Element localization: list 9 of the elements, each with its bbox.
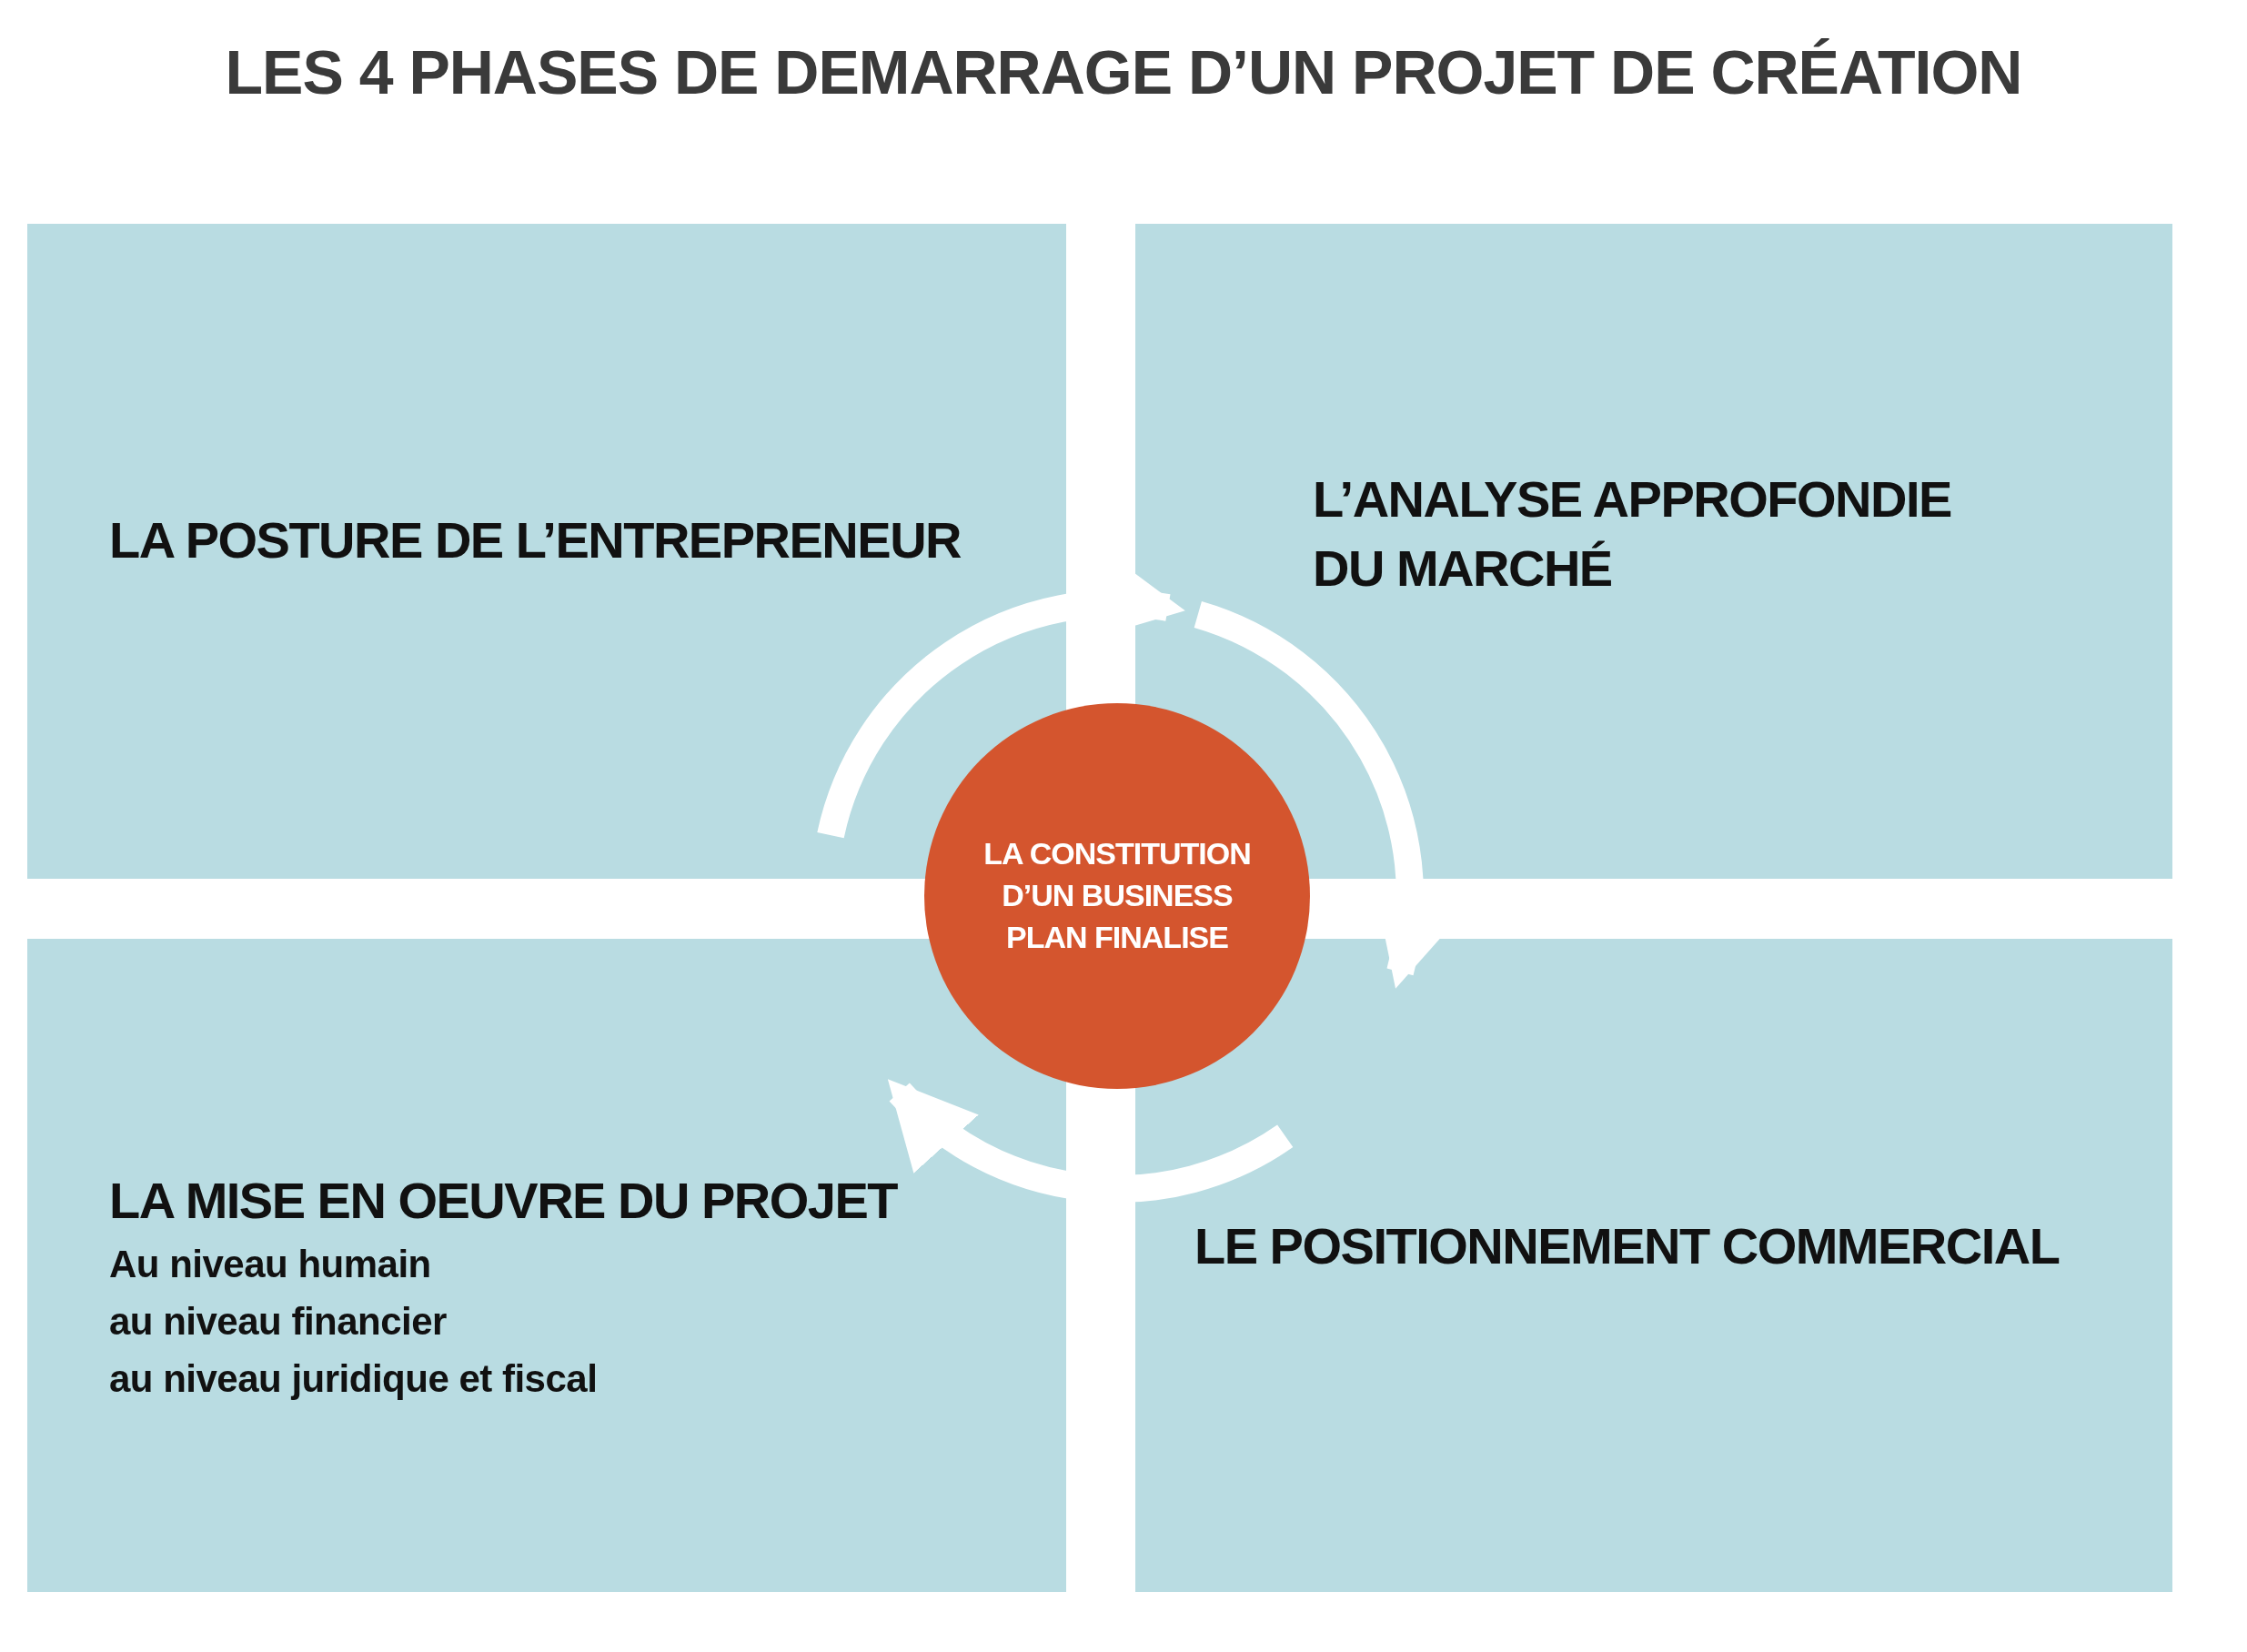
phase-detail: au niveau financier [109,1298,448,1345]
phase-detail: Au niveau humain [109,1241,432,1287]
phase-detail: au niveau juridique et fiscal [109,1355,599,1402]
phase-heading: L’ANALYSE APPROFONDIE DU MARCHÉ [1313,469,1952,599]
phase-heading: LE POSITIONNEMENT COMMERCIAL [1194,1216,2061,1276]
phase-heading: LA MISE EN OEUVRE DU PROJET [109,1171,899,1231]
center-label: LA CONSTITUTION D’UN BUSINESS PLAN FINALISE [982,835,1252,956]
diagram-title: LES 4 PHASES DE DEMARRAGE D’UN PROJET DE CRÉATION [224,36,2023,107]
phase-heading: LA POSTURE DE L’ENTREPRENEUR [109,510,962,570]
